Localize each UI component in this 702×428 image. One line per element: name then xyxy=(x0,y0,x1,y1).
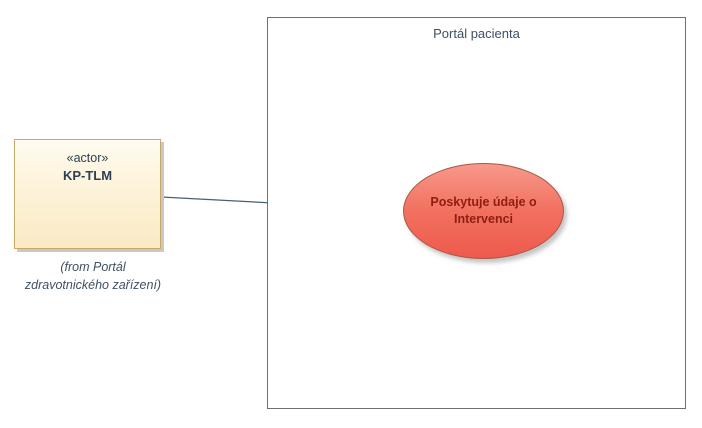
from-note-line-1: (from Portál xyxy=(60,260,126,274)
actor-box[interactable]: «actor» KP-TLM xyxy=(14,139,161,249)
actor-name-label: KP-TLM xyxy=(62,168,113,183)
usecase-label-line-2: Intervenci xyxy=(453,212,514,226)
usecase-ellipse[interactable]: Poskytuje údaje o Intervenci xyxy=(403,163,564,259)
actor-stereotype-label: «actor» xyxy=(66,151,109,165)
usecase-label-line-1: Poskytuje údaje o xyxy=(430,195,537,210)
system-boundary-label: Portál pacienta xyxy=(433,26,520,41)
from-note-line-2: zdravotnického zařízení) xyxy=(24,278,162,293)
actor-from-note: (from Portál zdravotnického zařízení) xyxy=(2,258,184,294)
